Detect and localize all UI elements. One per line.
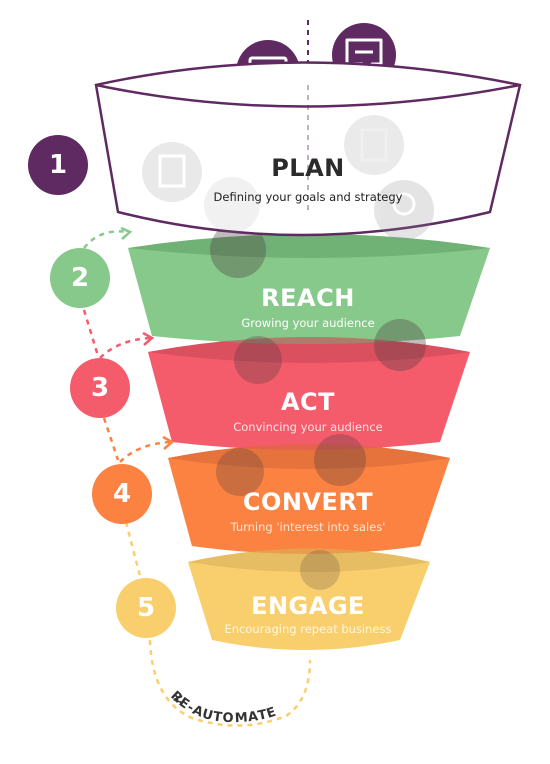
stage-subtitle-act: Convincing your audience xyxy=(233,420,383,434)
step-number-1: 1 xyxy=(48,150,68,180)
svg-text:RE-AUTOMATE: RE-AUTOMATE xyxy=(167,688,278,726)
step-number-5: 5 xyxy=(136,593,156,623)
stage-subtitle-engage: Encouraging repeat business xyxy=(224,622,392,636)
stage-title-engage: ENGAGE xyxy=(251,592,365,620)
stage-subtitle-reach: Growing your audience xyxy=(241,316,375,330)
step-number-4: 4 xyxy=(112,479,132,509)
stage-subtitle-convert: Turning 'interest into sales' xyxy=(230,520,386,534)
stage-title-reach: REACH xyxy=(261,284,355,312)
step-number-3: 3 xyxy=(90,373,110,403)
award-icon xyxy=(374,180,434,240)
loop-arrow-icon: < xyxy=(172,692,184,708)
stage-title-convert: CONVERT xyxy=(242,488,374,516)
step-number-2: 2 xyxy=(70,263,90,293)
re-automate-label: RE-AUTOMATE xyxy=(167,688,277,726)
document-icon xyxy=(142,142,202,202)
stage-title-plan: PLAN xyxy=(271,154,345,182)
stage-title-act: ACT xyxy=(280,388,336,416)
stage-subtitle-plan: Defining your goals and strategy xyxy=(213,190,403,204)
